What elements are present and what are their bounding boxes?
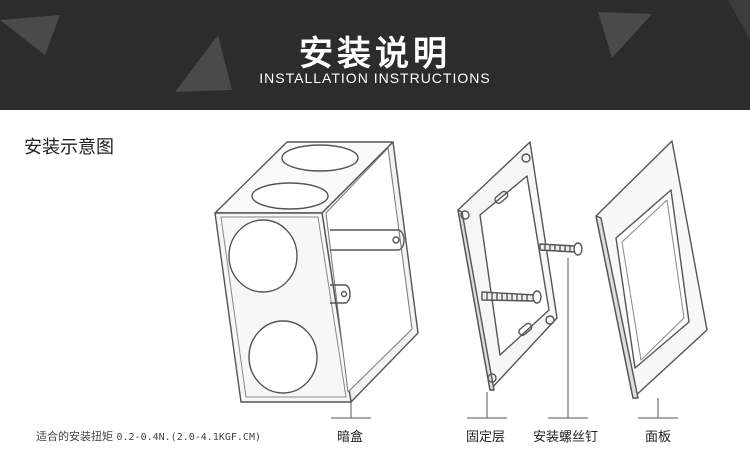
torque-note: 适合的安装扭矩 0.2-0.4N.(2.0-4.1KGF.CM) [36,428,261,444]
banner-decoration [0,0,750,92]
page-title: 安装说明 [299,34,451,74]
header-banner: 安装说明 INSTALLATION INSTRUCTIONS [0,0,750,110]
page-subtitle: INSTALLATION INSTRUCTIONS [259,70,491,86]
mounting-screws [481,242,583,304]
label-back-box: 暗盒 [337,430,364,445]
label-mounting-frame: 固定层 [466,430,506,445]
installation-diagram [214,140,708,419]
torque-value: 0.2-0.4N.(2.0-4.1KGF.CM) [116,432,262,443]
back-box [214,141,419,403]
leader-lines [331,258,678,419]
face-panel [595,140,708,399]
label-face-panel: 面板 [645,430,672,445]
torque-label: 适合的安装扭矩 [36,430,113,443]
section-title: 安装示意图 [24,137,114,158]
mounting-frame [457,141,558,391]
label-mounting-screws: 安装螺丝钉 [533,430,599,445]
